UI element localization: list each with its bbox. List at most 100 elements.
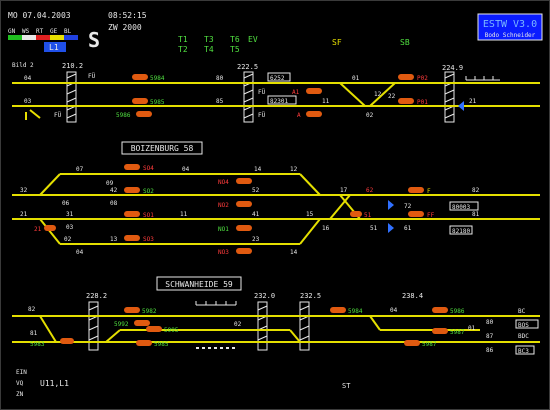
sb-indicator[interactable]: SB — [400, 38, 410, 47]
signal-5985[interactable] — [132, 98, 148, 104]
track-b-23-label: 23 — [252, 236, 260, 243]
fu-label-1: FÜ — [88, 73, 96, 80]
level-label: L1 — [49, 43, 59, 52]
signal-label-5995: 5995 — [164, 327, 179, 334]
signal-5984[interactable] — [132, 74, 148, 80]
signal-no1[interactable] — [236, 225, 252, 231]
signal-p02[interactable] — [398, 74, 414, 80]
signal-5992[interactable] — [134, 320, 150, 326]
station-pillar-3 — [444, 71, 455, 123]
group-t6[interactable]: T6 — [230, 35, 240, 44]
legend-swatch-bl — [64, 35, 78, 40]
signal-5986-s[interactable] — [432, 307, 448, 313]
track-s-86-label: 86 — [486, 347, 494, 354]
track-s-02-label: 02 — [234, 321, 242, 328]
station-pillar-2 — [243, 71, 254, 123]
track-80: 80 — [216, 75, 224, 82]
block-box-1-label: 6252 — [270, 75, 285, 82]
signal-p01[interactable] — [398, 98, 414, 104]
signal-label-5986-s: 5986 — [450, 308, 465, 315]
group-t1[interactable]: T1 — [178, 35, 188, 44]
signal-label-a: A — [297, 112, 301, 119]
signal-51[interactable] — [350, 211, 362, 217]
direction-arrow-1 — [458, 101, 464, 111]
legend-swatch-gn — [8, 35, 22, 40]
signal-5987-a[interactable] — [432, 328, 448, 334]
group-t4[interactable]: T4 — [204, 45, 214, 54]
status-ein: EIN — [16, 369, 27, 376]
track-b-06-label: 06 — [62, 200, 70, 207]
signal-label-no1: NO1 — [218, 226, 229, 233]
signal-label-a1: A1 — [292, 89, 300, 96]
signal-so2[interactable] — [124, 187, 140, 193]
track-b-42-label: 42 — [110, 187, 118, 194]
track-b-51-label: 51 — [370, 225, 378, 232]
block-box-2-label: 82301 — [270, 98, 288, 105]
crossover-1[interactable] — [369, 82, 396, 107]
track-b-41-label: 41 — [252, 211, 260, 218]
level-button[interactable] — [44, 42, 66, 52]
station-pillar-4 — [88, 301, 99, 351]
switch-b-1 — [39, 173, 61, 196]
block-box-s-2[interactable] — [515, 345, 535, 355]
station-title-boizenburg: BOIZENBURG 58 — [131, 144, 194, 153]
station-pillar-5 — [257, 301, 268, 351]
signal-f[interactable] — [408, 187, 424, 193]
signal-5985[interactable] — [136, 340, 152, 346]
track-s-87-label: 87 — [486, 333, 494, 340]
signal-so1[interactable] — [124, 211, 140, 217]
block-box-1[interactable] — [267, 72, 291, 82]
switch-b-3 — [39, 218, 61, 245]
km-222: 222.5 — [237, 63, 258, 71]
zw-display: ZW 2000 — [108, 23, 142, 32]
track-85: 85 — [216, 98, 224, 105]
signal-21[interactable] — [44, 225, 56, 231]
signal-label-so1: SO1 — [143, 212, 154, 219]
signal-no3[interactable] — [236, 248, 252, 254]
block-box-b-2[interactable] — [449, 225, 473, 235]
signal-no4[interactable] — [236, 178, 252, 184]
status-st: ST — [342, 382, 351, 390]
track-b-04b-label: 04 — [76, 249, 84, 256]
sf-indicator[interactable]: SF — [332, 38, 342, 47]
signal-a[interactable] — [306, 111, 322, 117]
signal-5987-b[interactable] — [404, 340, 420, 346]
command-input[interactable]: U11,L1 — [40, 379, 69, 388]
track-b-12-label: 12 — [290, 166, 298, 173]
km-228: 228.2 — [86, 292, 107, 300]
station-title-box-boizenburg — [121, 141, 203, 155]
signal-label-no3: NO3 — [218, 249, 229, 256]
crossover-2[interactable] — [339, 82, 366, 107]
block-box-2[interactable] — [267, 95, 297, 105]
signal-ff[interactable] — [408, 211, 424, 217]
block-box-s-1[interactable] — [515, 319, 539, 329]
signal-no2[interactable] — [236, 201, 252, 207]
station-title-box-schwanheide — [156, 276, 242, 291]
signal-label-5983: 5983 — [30, 341, 45, 348]
group-ev[interactable]: EV — [248, 35, 258, 44]
group-t2[interactable]: T2 — [178, 45, 188, 54]
signal-5982[interactable] — [124, 307, 140, 313]
station-pillar-1 — [66, 71, 77, 123]
signal-so3[interactable] — [124, 235, 140, 241]
signal-5984-s[interactable] — [330, 307, 346, 313]
group-t5[interactable]: T5 — [230, 45, 240, 54]
track-b-81-label: 81 — [472, 211, 480, 218]
track-b-02-label: 02 — [64, 236, 72, 243]
signal-label-so3: SO3 — [143, 236, 154, 243]
right-label-bdc: BDC — [518, 333, 529, 340]
signal-5986[interactable] — [136, 111, 152, 117]
signal-5995[interactable] — [146, 326, 162, 332]
track-b-15-label: 15 — [306, 211, 314, 218]
group-t3[interactable]: T3 — [204, 35, 214, 44]
station-title-schwanheide: SCHWANHEIDE 59 — [165, 280, 233, 289]
signal-5983[interactable] — [60, 338, 74, 344]
switch-b-4 — [299, 218, 321, 245]
block-box-b-1[interactable] — [449, 201, 479, 211]
signal-so4[interactable] — [124, 164, 140, 170]
signal-label-5987-b: 5987 — [422, 341, 437, 348]
switch-s-3 — [369, 315, 381, 331]
track-11: 11 — [322, 98, 330, 105]
signal-a1[interactable] — [306, 88, 322, 94]
